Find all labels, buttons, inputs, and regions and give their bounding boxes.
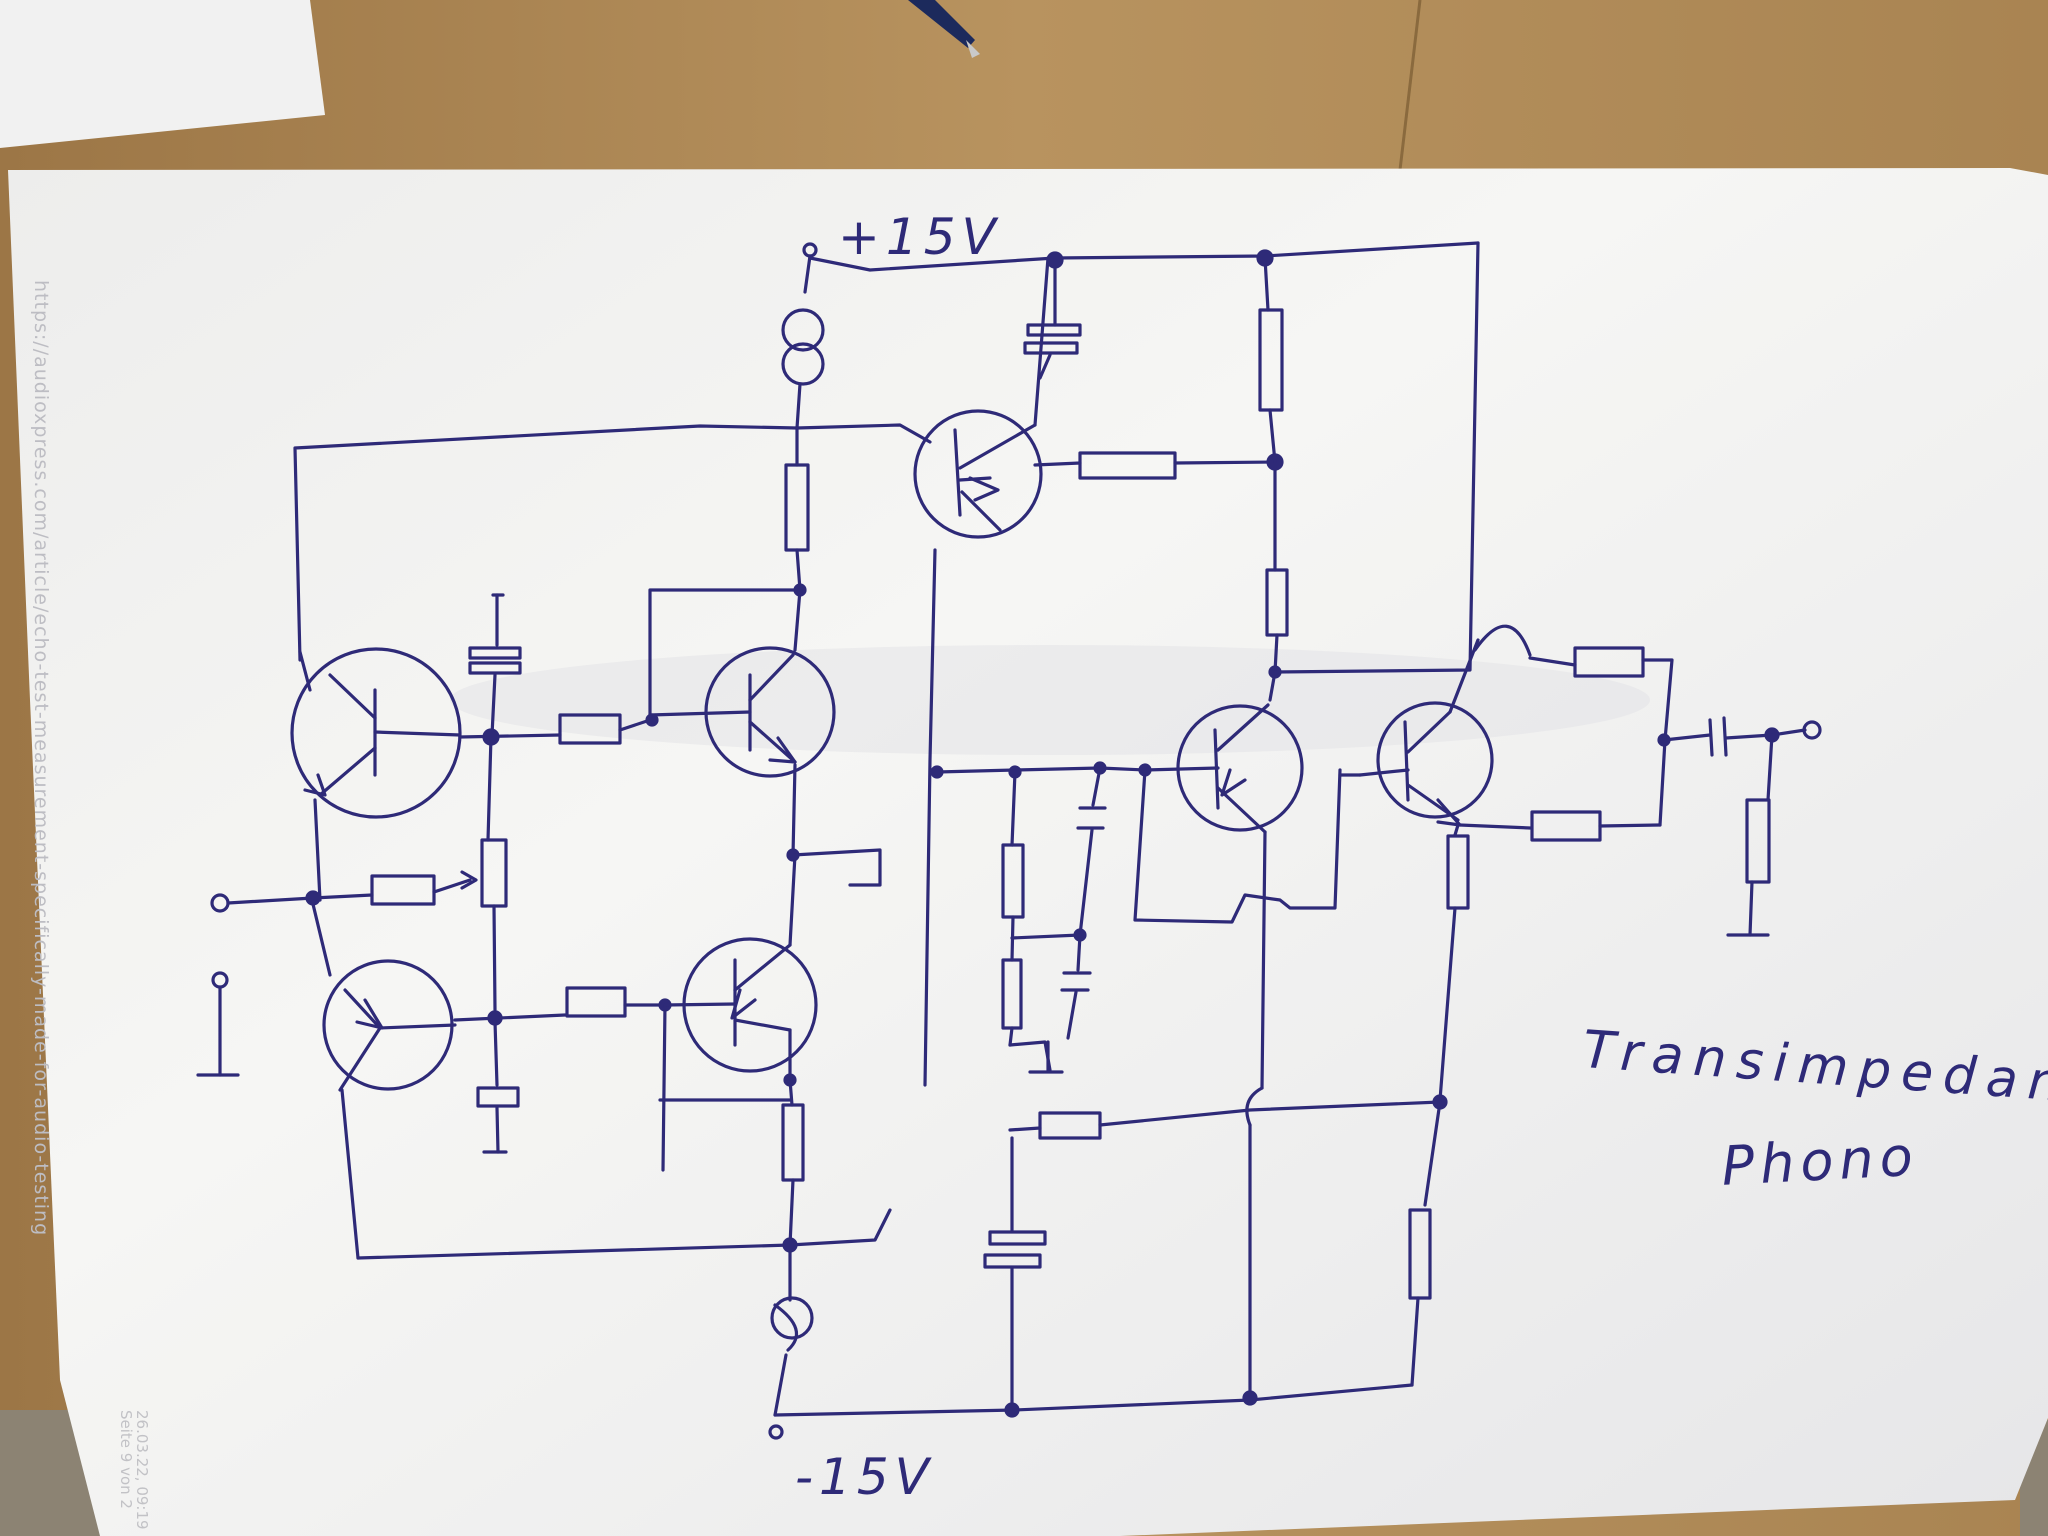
transistor-q2 [322, 959, 457, 1092]
paper-sheet [8, 168, 2048, 1536]
terminal-neg15 [768, 1424, 784, 1440]
transistor-q6 [1143, 703, 1304, 834]
capacitor-c4 [1076, 806, 1107, 937]
resistor-r17 [1408, 1208, 1432, 1300]
title-line-2: Phono [1720, 1124, 1921, 1198]
print-mark-line-1: 26.03.22, 09:19 [133, 1410, 151, 1530]
pen [908, 0, 980, 58]
rail-negative [773, 1383, 1414, 1417]
resistor-r15 [1446, 834, 1470, 910]
supply-positive-label: +15V [838, 208, 1002, 266]
current-source-bottom [770, 1243, 814, 1417]
transistor-q4 [663, 937, 818, 1073]
resistor-r12 [1573, 646, 1645, 678]
wire-q7-jump [1473, 624, 1532, 657]
wire-to-q5-base [795, 423, 932, 444]
capacitor-c7 [983, 1230, 1047, 1412]
ground-left [196, 971, 240, 1077]
schematic [196, 241, 1822, 1440]
print-mark: 26.03.22, 09:19 Seite 9 von 2 [117, 1410, 151, 1530]
capacitor-c2 [476, 1020, 520, 1154]
transistor-q1 [290, 647, 462, 819]
supply-negative-label: -15V [795, 1448, 935, 1506]
source-url-watermark: https://audioxpress.com/article/echo-tes… [30, 280, 52, 1237]
desk-seam [1398, 0, 1422, 171]
wire-top-left [293, 424, 799, 662]
resistor-r4 [370, 874, 436, 906]
transistor-q7 [1358, 701, 1494, 827]
output-terminal [1802, 720, 1822, 740]
capacitor-c1 [468, 593, 522, 737]
ground-middle [1028, 1040, 1064, 1074]
capacitor-c5 [1060, 971, 1092, 1040]
background-sheet [0, 0, 325, 148]
resistor-r14 [1745, 798, 1771, 884]
resistor-r16 [1038, 1111, 1102, 1140]
current-source-top [781, 254, 825, 430]
resistor-r5 [565, 986, 627, 1018]
resistor-r7 [1078, 451, 1177, 480]
capacitor-c3 [1023, 323, 1082, 380]
transistor-q3 [648, 646, 836, 778]
print-mark-line-2: Seite 9 von 2 [117, 1410, 135, 1509]
wire-bottom-left [356, 1208, 892, 1260]
transistor-q5 [913, 409, 1043, 539]
capacitor-c6 [1708, 716, 1728, 757]
